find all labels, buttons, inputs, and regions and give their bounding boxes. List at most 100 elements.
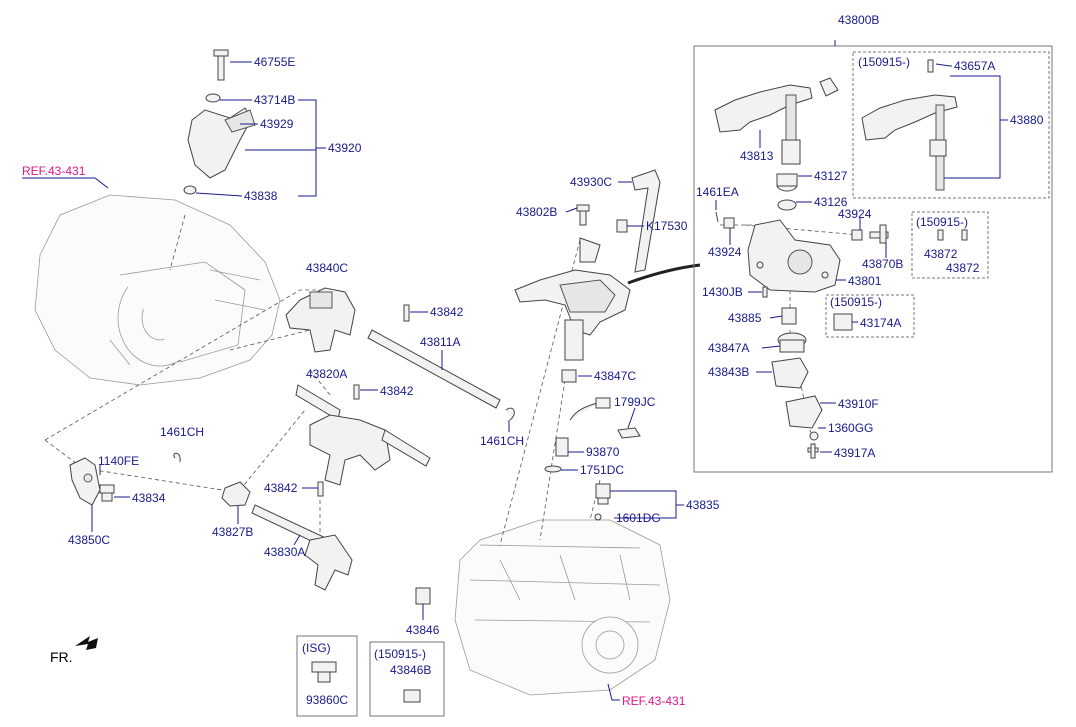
- plug-43846b: [403, 689, 421, 703]
- label-1601dg: 1601DG: [616, 511, 661, 525]
- bushing-43174a: [833, 313, 853, 331]
- spring-1461ea: [715, 211, 719, 223]
- pin-43842b: [353, 384, 360, 400]
- bolt-43870b: [869, 224, 889, 244]
- label-43924-left: 43924: [708, 245, 742, 259]
- label-43127: 43127: [814, 169, 848, 183]
- shift-fork-43840c: [285, 287, 356, 353]
- washer-1360gg: [809, 431, 819, 441]
- label-1140fe: 1140FE: [98, 454, 139, 468]
- housing-43801: [747, 219, 841, 293]
- label-forward: FR.: [50, 649, 73, 665]
- plug-43835: [595, 483, 611, 505]
- label-46755e: 46755E: [254, 55, 295, 69]
- label-1461ch-left: 1461CH: [160, 425, 204, 439]
- shift-fork-43830a: [251, 504, 353, 591]
- assembly-box-43800b: [693, 45, 1053, 473]
- date-box-43880: [852, 51, 1050, 199]
- label-43847c: 43847C: [594, 369, 636, 383]
- plug-43846: [415, 587, 431, 605]
- label-43800b: 43800B: [838, 13, 879, 27]
- label-43840c: 43840C: [306, 261, 348, 275]
- label-43802b: 43802B: [516, 205, 557, 219]
- label-1461ch-right: 1461CH: [480, 434, 524, 448]
- label-43842-b: 43842: [380, 384, 414, 398]
- label-43838: 43838: [244, 189, 278, 203]
- pin-43842c: [317, 481, 324, 497]
- cap-43924-right: [851, 229, 863, 241]
- label-k17530: K17530: [646, 219, 688, 233]
- label-43850c: 43850C: [68, 533, 110, 547]
- label-43174a: 43174A: [860, 316, 901, 330]
- label-43846: 43846: [406, 623, 440, 637]
- label-43827b: 43827B: [212, 525, 253, 539]
- label-1751dc: 1751DC: [580, 463, 624, 477]
- label-43872-a: 43872: [924, 247, 958, 261]
- pin-43842a: [403, 304, 410, 322]
- label-43880: 43880: [1010, 113, 1044, 127]
- select-lever-43813: [714, 77, 839, 165]
- clip-1461ch-right: [505, 407, 515, 421]
- label-93860c: 93860C: [306, 693, 348, 707]
- label-43714b: 43714B: [254, 93, 295, 107]
- label-date-bottom: (150915-): [374, 647, 426, 661]
- label-43834: 43834: [132, 491, 166, 505]
- label-1430jb: 1430JB: [702, 285, 743, 299]
- label-isg: (ISG): [302, 641, 331, 655]
- label-43917a: 43917A: [834, 446, 875, 460]
- label-43870b: 43870B: [862, 257, 903, 271]
- pins-43872: [937, 229, 968, 241]
- bolt-43802b: [576, 204, 590, 226]
- date-box-bottom: [369, 641, 445, 717]
- part-labels: 43800B 46755E 43714B 43929 43920 43838 R…: [22, 13, 1044, 708]
- forward-arrow-icon: [75, 636, 98, 650]
- label-date-43174a: (150915-): [830, 295, 882, 309]
- bushing-43847a: [777, 332, 807, 353]
- pin-k17530: [616, 219, 628, 233]
- label-43657a: 43657A: [954, 59, 995, 73]
- label-43811a: 43811A: [420, 335, 460, 349]
- bushing-43885: [781, 307, 797, 325]
- switch-93870: [555, 397, 611, 457]
- label-43813: 43813: [740, 149, 774, 163]
- bracket-43930c: [631, 169, 661, 273]
- label-43820a: 43820A: [306, 367, 347, 381]
- clip-1799jc: [617, 427, 641, 439]
- label-43835: 43835: [686, 498, 720, 512]
- lever-43850c: [69, 457, 115, 506]
- shift-lever-assy: [514, 237, 701, 361]
- label-43846b: 43846B: [390, 663, 431, 677]
- seal-43127: [776, 173, 798, 192]
- washer-1751dc: [544, 465, 562, 473]
- date-box-43872: [911, 211, 989, 279]
- bracket-43920: [183, 93, 256, 195]
- reference-label-bottom[interactable]: REF.43-431: [622, 694, 686, 708]
- select-lever-43880: [861, 59, 958, 191]
- label-43847a: 43847A: [708, 341, 749, 355]
- label-43842-c: 43842: [264, 481, 298, 495]
- isg-box: [296, 635, 358, 717]
- label-43920: 43920: [328, 141, 362, 155]
- leader-lines: [22, 40, 1008, 701]
- pin-1430jb: [762, 286, 768, 298]
- reference-label-top[interactable]: REF.43-431: [22, 164, 86, 178]
- label-93870: 93870: [586, 445, 620, 459]
- rail-43811a: [367, 329, 501, 409]
- washer-1601dg: [594, 513, 602, 521]
- label-date-43872: (150915-): [916, 215, 968, 229]
- label-43830a: 43830A: [264, 545, 305, 559]
- label-1360gg: 1360GG: [828, 421, 873, 435]
- bushing-43847c: [561, 369, 577, 383]
- label-43930c: 43930C: [570, 175, 612, 189]
- label-1799jc: 1799JC: [614, 395, 656, 409]
- cap-43924-left: [723, 217, 735, 229]
- shift-fork-43820a: [295, 384, 431, 486]
- bracket-43843b: [771, 357, 809, 389]
- bolt-43917a: [807, 443, 819, 459]
- label-43126: 43126: [814, 195, 848, 209]
- label-43801: 43801: [848, 274, 882, 288]
- label-43842-a: 43842: [430, 305, 464, 319]
- label-date-43880: (150915-): [858, 55, 910, 69]
